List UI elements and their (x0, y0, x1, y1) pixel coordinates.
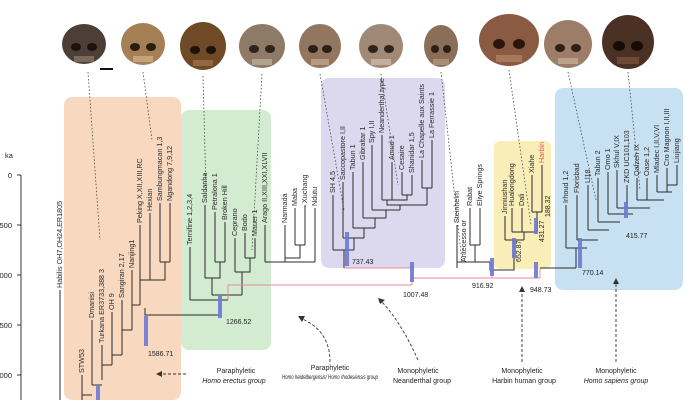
axis-unit: ka (5, 151, 14, 160)
axis-tick-label: 500 (0, 221, 12, 230)
taxon-label: Florisbad (572, 163, 581, 193)
taxon-label: Oase 1,2 (642, 147, 651, 176)
group-name: Homo sapiens group (584, 378, 649, 385)
taxon-label: Nanjing1 (127, 240, 136, 268)
taxon-label: Xuchang (300, 175, 309, 203)
taxon-label: Maba (290, 188, 299, 206)
taxon-label: Sambungmacan 1,3 (155, 137, 164, 201)
group-status: Paraphyletic (311, 365, 350, 372)
skull-image (62, 24, 106, 64)
group-name-text: Homo heidelbergensis/ Homo rhodesiensis … (282, 374, 378, 381)
taxon-label: Liujiang (672, 138, 681, 163)
taxon-label: Habilis OH7,OH24,ER1805 (55, 201, 64, 288)
time-axis: ka 0 500 1000 1500 2000 (0, 151, 21, 400)
harbin-taxon-label: Harbin (537, 142, 546, 163)
taxon-label: Peking X,XII,XIII,RC (135, 158, 144, 223)
taxon-label: SH 4,5 (328, 171, 337, 193)
node-age-label: 1266.52 (226, 319, 251, 326)
node-age-label: 1586.71 (148, 351, 173, 358)
taxon-label: STW53 (77, 349, 86, 373)
taxon-label: Dmanisi (87, 292, 96, 318)
taxon-label: Arago II,XIII,XXI,XLVII (260, 152, 269, 223)
node-age-label: 652.87 (516, 240, 523, 262)
node-age-label: 188.32 (545, 195, 552, 217)
node-age-label: 1007.48 (403, 292, 428, 299)
skull-image (479, 14, 539, 66)
skull-images (62, 14, 654, 70)
taxon-label: Mladec I,II,V,VI (652, 125, 661, 173)
group-captions: Paraphyletic Homo erectus group Paraphyl… (202, 365, 648, 385)
taxon-label: Antecesso or (459, 219, 468, 262)
taxon-label: ZKD UC101,103 (622, 130, 631, 183)
skull-image (180, 22, 226, 70)
node-age-label: 916.92 (472, 283, 494, 290)
taxon-label: Eliye Springs (475, 164, 484, 206)
taxon-label: Xiahe (527, 155, 536, 173)
node-age-label: 431.27 (539, 220, 546, 242)
axis-tick-label: 0 (8, 171, 12, 180)
taxon-label: Saldanha (200, 173, 209, 203)
taxon-label: Ndutu (310, 187, 319, 206)
taxon-label: Tabun 2 (593, 150, 602, 176)
taxon-label: Spy I,II (367, 121, 376, 143)
skull-image (424, 25, 458, 67)
taxon-label: Shanidar 1,5 (407, 132, 416, 173)
taxon-label: Turkana ER3733,388 3 (97, 269, 106, 343)
group-status: Monophyletic (595, 368, 637, 375)
skull-image (544, 20, 592, 68)
taxon-label: Omo 1 (603, 148, 612, 170)
taxon-label: Mauer 1 (250, 210, 259, 236)
taxon-label: Ternifine 1,2,3,4 (185, 194, 194, 245)
group-name: Harbin human group (492, 378, 556, 385)
taxon-label: Steinheim (452, 191, 461, 223)
group-status: Paraphyletic (217, 368, 256, 375)
taxon-label: Skhul V,IX (612, 135, 621, 168)
taxon-label: Hexian (145, 189, 154, 211)
group-name: Neanderthal group (393, 378, 451, 385)
group-name: Homo erectus group (202, 378, 266, 385)
taxon-label: Narmada (280, 193, 289, 223)
taxon-label: Ceprano (230, 208, 239, 236)
taxon-label: La Chapelle aux Saints (417, 84, 426, 158)
group-status: Monophyletic (501, 368, 543, 375)
taxon-label: Neanderthal type (377, 78, 386, 133)
taxon-label: Cro Magnon I,II,III (662, 108, 671, 166)
node-age-label: 948.73 (530, 287, 552, 294)
axis-tick-label: 1000 (0, 271, 12, 280)
taxon-label: Broken Hill (220, 185, 229, 220)
taxon-label: Irhoud 1,2 (561, 171, 570, 203)
skull-image (121, 23, 165, 65)
group-status: Monophyletic (397, 368, 439, 375)
taxon-label: Saccopastore I,II (338, 126, 347, 180)
taxon-label: Ll18 (583, 169, 592, 183)
taxon-label: Sangiran 2,17 (117, 253, 126, 298)
skull-image (239, 24, 285, 68)
taxon-label: Bodo (240, 214, 249, 231)
taxon-label: Tabun 1 (348, 144, 357, 170)
node-age-label: 737.43 (352, 259, 374, 266)
axis-tick-label: 2000 (0, 371, 12, 380)
taxon-label: Hualongdong (507, 163, 516, 206)
taxon-label: Qafzeh IX (632, 144, 641, 176)
taxon-label: OH 9 (107, 293, 116, 310)
taxon-label: Petralona 1 (210, 173, 219, 210)
taxon-label: Dali (517, 193, 526, 206)
node-age-label: 415.77 (626, 233, 648, 240)
taxon-label: Cesaire (397, 145, 406, 170)
taxon-label: Ngandong 7,9,12 (165, 146, 174, 201)
axis-tick-label: 1500 (0, 321, 12, 330)
taxon-label: La Ferrassie 1 (427, 92, 436, 138)
skull-image (602, 15, 654, 69)
skull-image (359, 24, 403, 68)
taxon-label: Gibraltar 1 (358, 126, 367, 160)
taxon-label: Rabat (465, 187, 474, 206)
node-age-label: 770.14 (582, 270, 604, 277)
skull-image (299, 24, 341, 68)
group-name: Homo heidelbergensis/ Homo rhodesiensis … (282, 374, 378, 381)
taxon-label: Amud 1 (387, 135, 396, 160)
